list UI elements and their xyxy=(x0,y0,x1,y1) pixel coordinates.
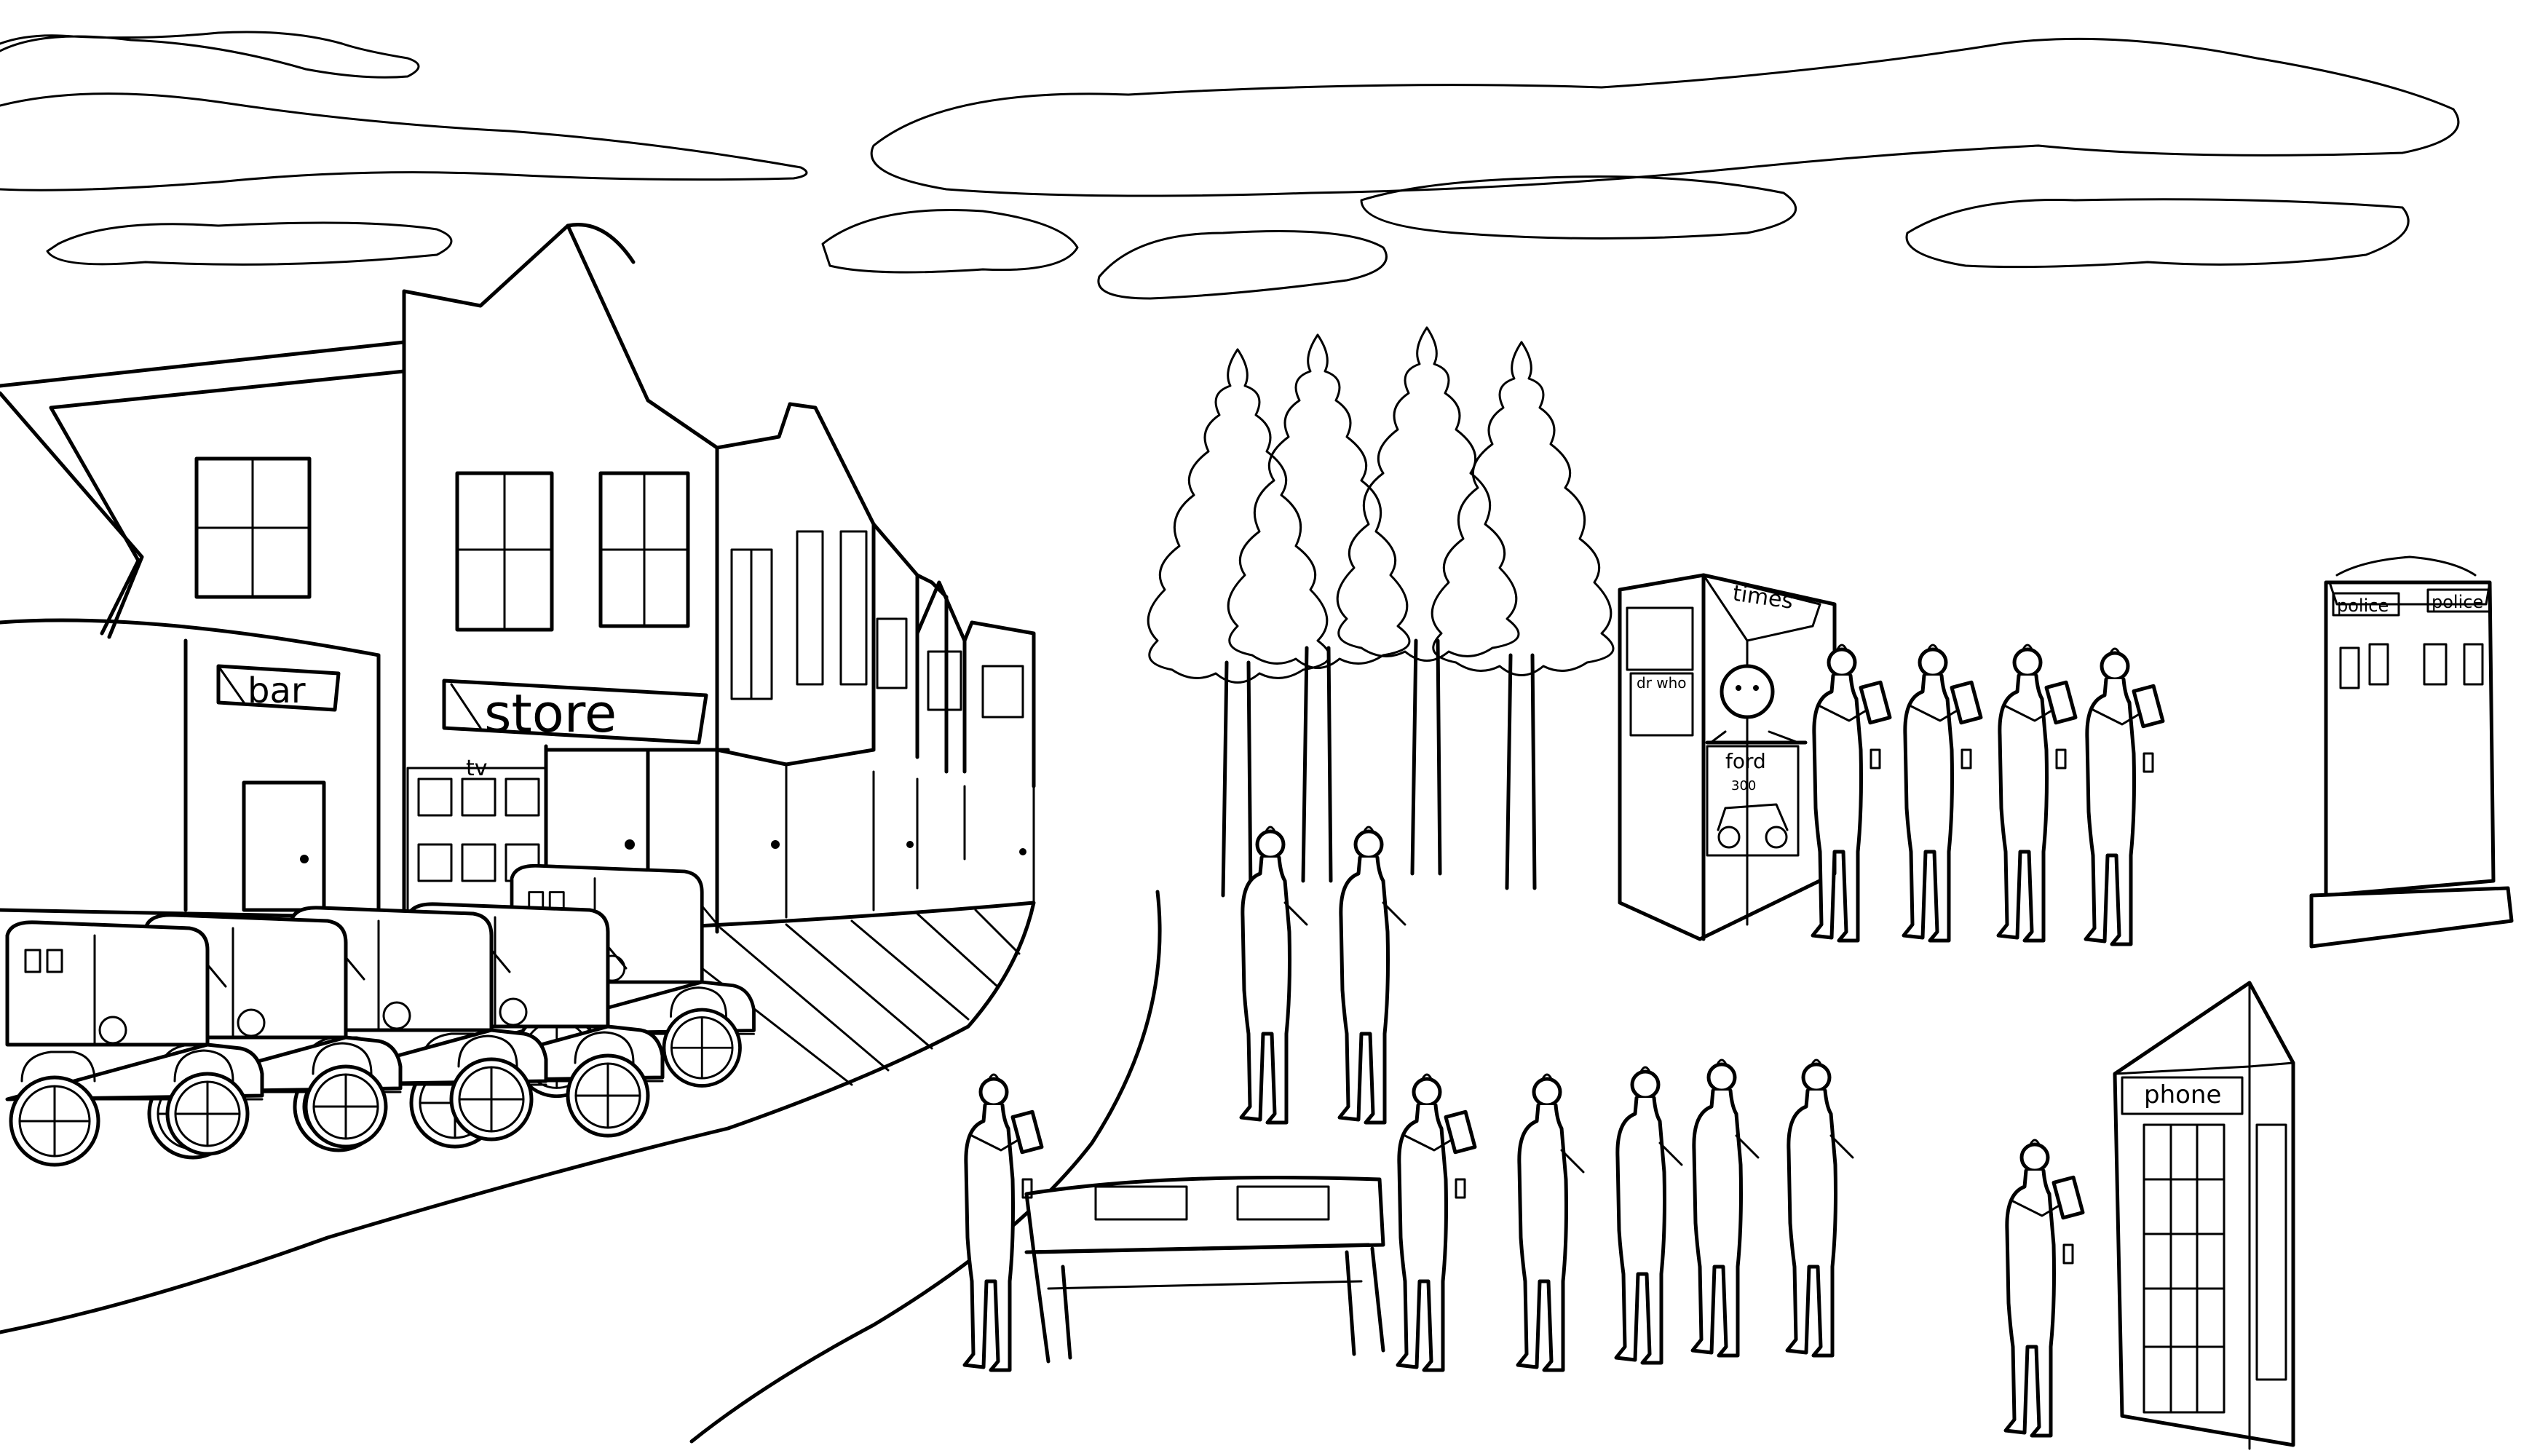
person-icon xyxy=(2086,649,2163,944)
tree-icon xyxy=(1148,349,1329,895)
bar-sign: bar xyxy=(216,664,341,712)
window xyxy=(839,530,868,686)
tv-screen xyxy=(417,778,453,817)
person-icon xyxy=(1787,1060,1853,1356)
store-sign-label: store xyxy=(484,683,617,744)
ford-poster xyxy=(1706,745,1800,857)
phone-box-icon: phone xyxy=(2113,981,2295,1450)
cloud-icon xyxy=(46,221,453,266)
phone-label: phone xyxy=(2144,1080,2221,1109)
news-kiosk: times dr who ford 300 xyxy=(1618,573,1837,941)
tv-screen xyxy=(417,843,453,882)
tree-icon xyxy=(1337,328,1519,874)
ford-poster-label: ford xyxy=(1725,749,1766,773)
store-sign: store xyxy=(442,678,708,745)
person-icon xyxy=(1998,645,2076,941)
ford-price-label: 300 xyxy=(1731,778,1756,794)
trees xyxy=(1148,328,1613,895)
person-icon xyxy=(1616,1067,1682,1363)
police-right-label: police xyxy=(2432,592,2483,612)
cloud-icon xyxy=(821,209,1079,274)
cloud-icon xyxy=(1360,175,1797,240)
bar-sign-label: bar xyxy=(248,670,306,711)
cloud-icon xyxy=(1097,230,1388,300)
poster xyxy=(1629,672,1694,737)
person-icon xyxy=(1340,827,1405,1123)
window xyxy=(2423,643,2448,686)
cloud-icon xyxy=(1905,198,2410,269)
window xyxy=(796,530,824,686)
window xyxy=(2463,643,2484,686)
bench-icon xyxy=(1024,1176,1385,1364)
police-left-label: police xyxy=(2337,596,2389,616)
person-icon xyxy=(2006,1140,2083,1436)
tv-screen xyxy=(461,843,496,882)
cloud-icon xyxy=(0,31,420,79)
buildings: bar store tv xyxy=(0,223,1036,934)
window xyxy=(981,665,1024,719)
person-icon xyxy=(1693,1060,1758,1356)
window xyxy=(927,650,962,711)
window xyxy=(876,617,908,689)
tv-display: tv xyxy=(406,756,547,919)
tree-icon xyxy=(1228,335,1409,881)
person-icon xyxy=(1904,645,1981,941)
cloud-icon xyxy=(870,37,2460,197)
poster xyxy=(1626,606,1694,671)
tv-screen xyxy=(505,778,540,817)
police-box-icon: police police xyxy=(2309,555,2514,949)
poster-dr-who-label: dr who xyxy=(1637,674,1687,692)
person-icon xyxy=(1518,1075,1583,1370)
window xyxy=(2339,646,2360,689)
window xyxy=(2368,643,2389,686)
tv-screen xyxy=(461,778,496,817)
clouds xyxy=(0,31,2460,300)
people xyxy=(965,645,2163,1436)
person-icon xyxy=(1398,1075,1475,1370)
vendor-head xyxy=(1720,664,1775,719)
cloud-icon xyxy=(0,92,808,191)
